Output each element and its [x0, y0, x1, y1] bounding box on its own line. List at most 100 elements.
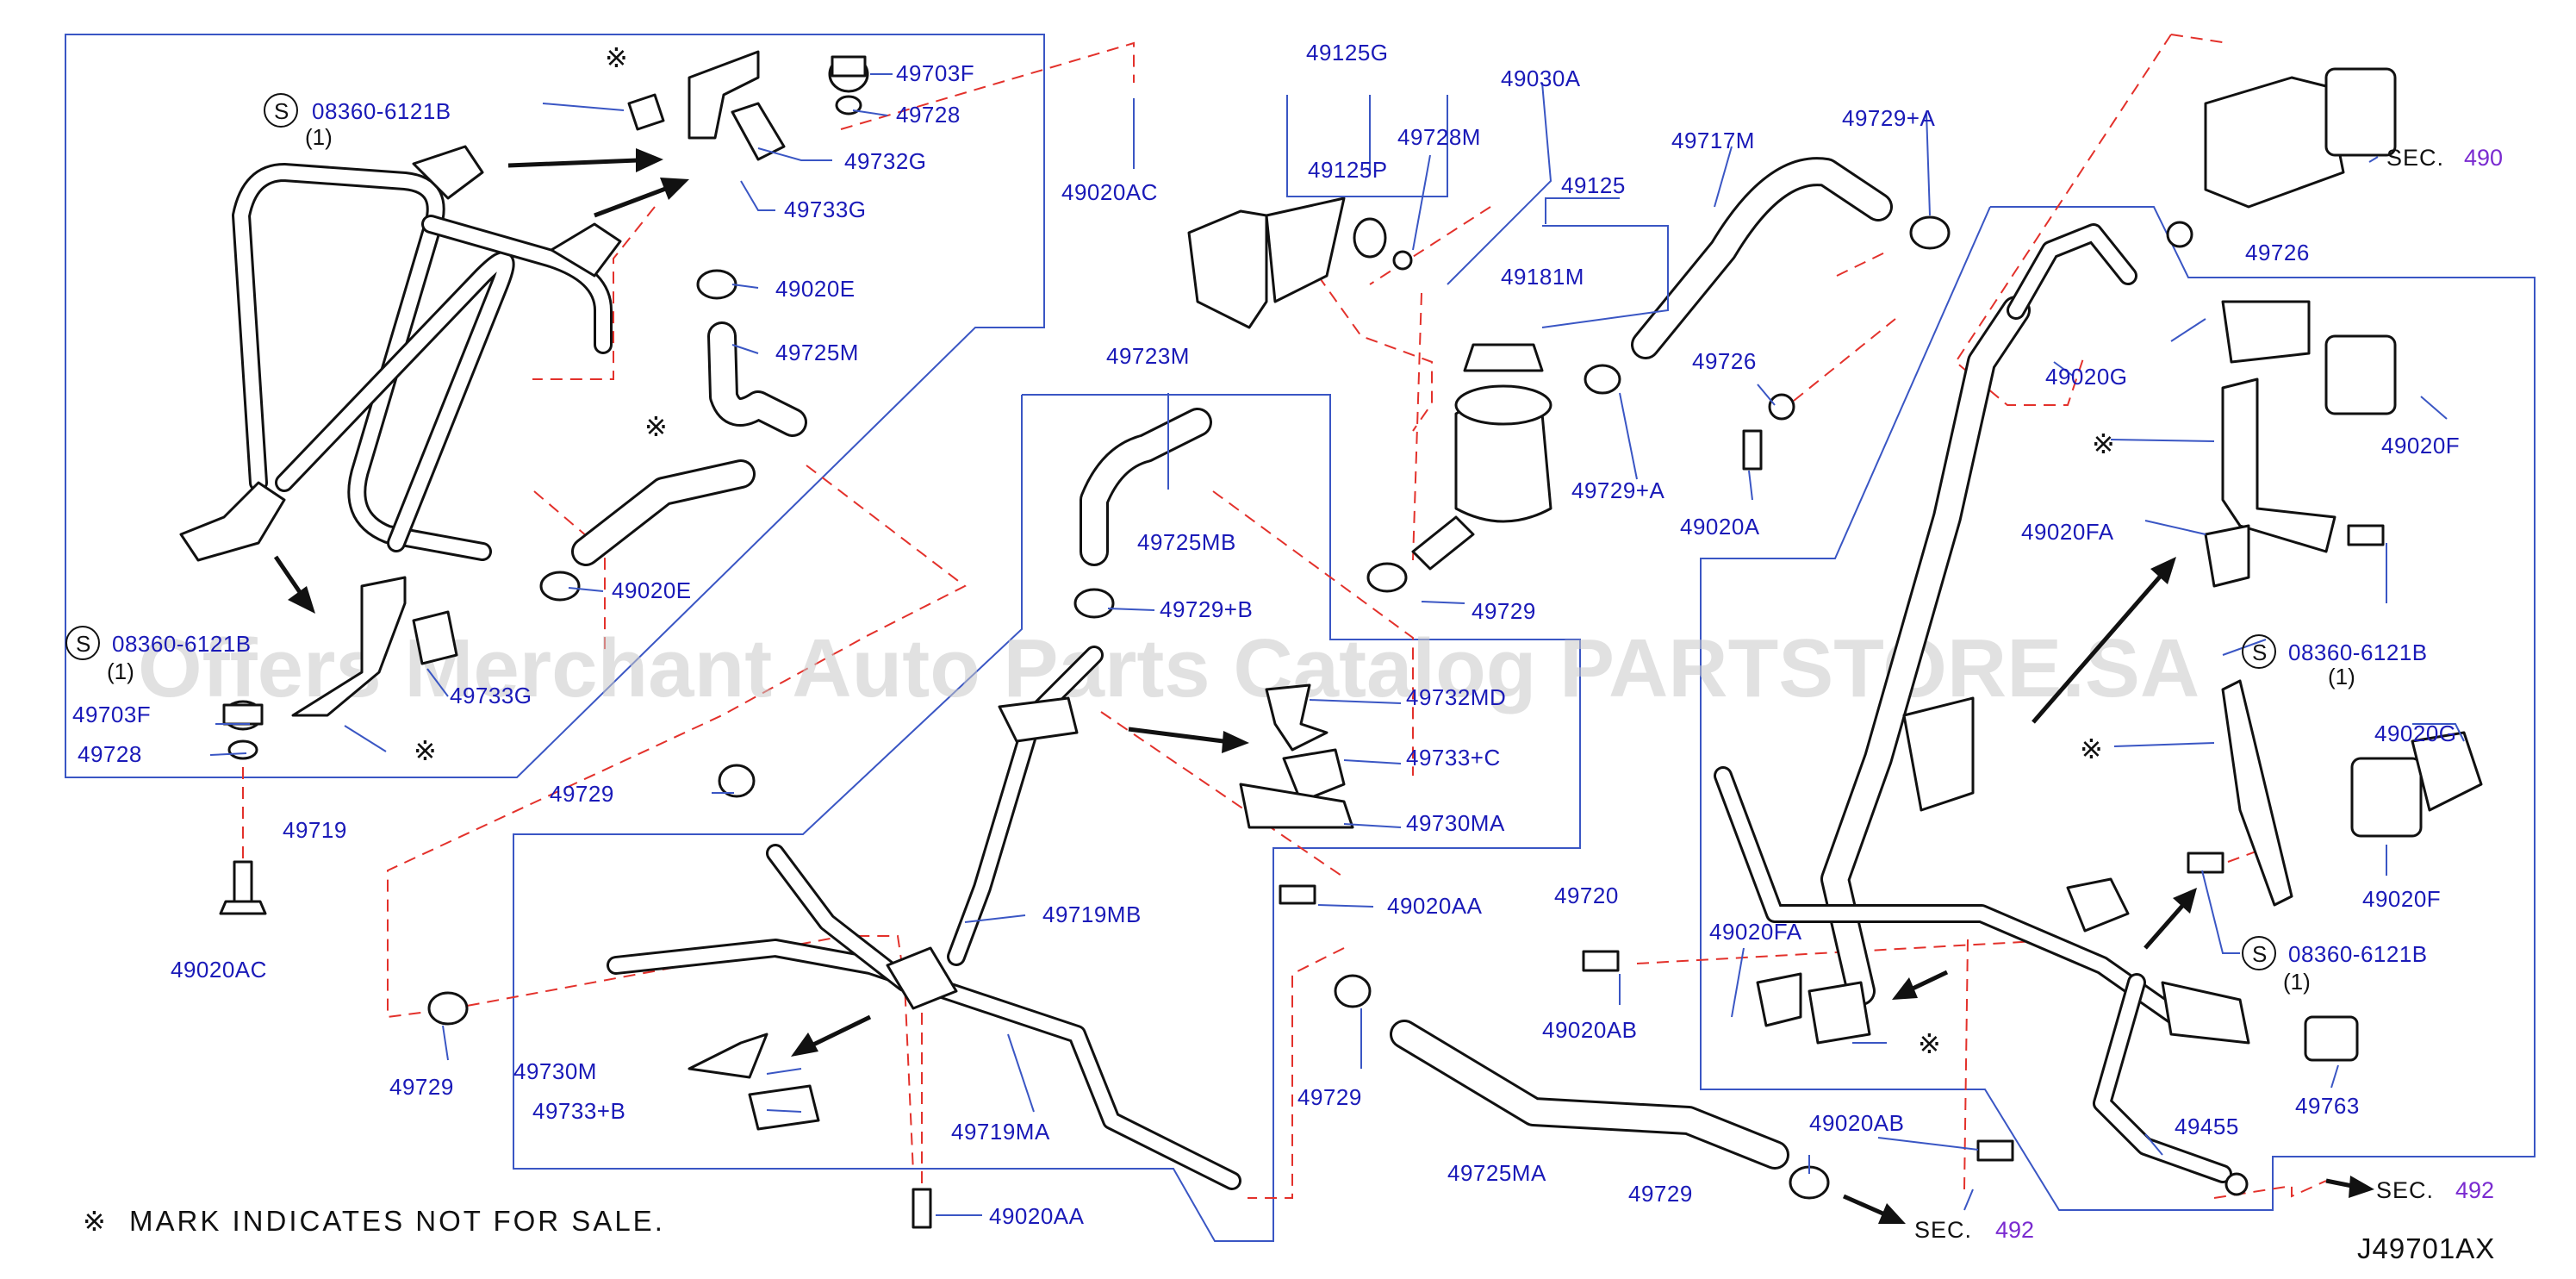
label-49729a-hose: 49729+A: [1842, 105, 1935, 131]
hose-49725mb: [1080, 408, 1212, 566]
group-box-49723m: [513, 394, 1581, 1242]
brackets-49020fa-49020f-49020g: [1756, 300, 2483, 1045]
label-49020e-top: 49020E: [775, 276, 856, 302]
upper-clamp-parts: [627, 50, 869, 161]
bolt-08360-6121b-lower-right: [2187, 852, 2224, 874]
svg-text:※: ※: [83, 1205, 106, 1238]
label-49720: 49720: [1554, 883, 1619, 908]
label-49725m: 49725M: [775, 340, 859, 365]
sec-reference-492-bottom: SEC. 492: [1914, 1217, 2034, 1243]
label-49729-mid: 49729: [1297, 1084, 1362, 1110]
label-49730m: 49730M: [513, 1058, 597, 1084]
label-49729-lower-left: 49729: [389, 1074, 454, 1100]
svg-text:※: ※: [605, 41, 628, 74]
label-49723m: 49723M: [1106, 343, 1190, 369]
pressure-hose-49720: [1714, 223, 2250, 1183]
svg-text:490: 490: [2464, 145, 2503, 171]
clamp-49729-plus-b: [1073, 588, 1115, 619]
label-49732g: 49732G: [844, 148, 927, 174]
svg-text:SEC.: SEC.: [1914, 1217, 1972, 1243]
sec-reference-492-right: SEC. 492: [2376, 1177, 2494, 1203]
label-49732md: 49732MD: [1406, 684, 1506, 710]
label-49703f-left: 49703F: [72, 702, 151, 727]
label-49020fa-upper: 49020FA: [2021, 519, 2114, 545]
brackets-49730m-49733b: [688, 1033, 820, 1131]
bolt-callout-2: S 08360-6121B (1): [65, 626, 252, 684]
not-for-sale-footnote: ※ MARK INDICATES NOT FOR SALE.: [83, 1205, 663, 1238]
label-49728-top: 49728: [896, 102, 961, 128]
label-49728-left: 49728: [78, 741, 142, 767]
hose-49725m-lower: [539, 459, 756, 602]
label-49733g-lower: 49733G: [450, 683, 532, 708]
label-49763: 49763: [2295, 1093, 2360, 1119]
reservoir-tank-49125: [1411, 343, 1552, 571]
clamp-49729-left-lower: [427, 991, 469, 1026]
bolt-49020ab-upper: [1582, 950, 1620, 972]
svg-text:※: ※: [644, 410, 668, 443]
not-for-sale-marks: ※ ※ ※ ※ ※ ※: [414, 41, 2115, 1060]
svg-text:(1): (1): [2283, 969, 2311, 995]
label-49125: 49125: [1561, 172, 1626, 198]
cooler-pipe-assembly-49719: [179, 145, 622, 562]
part-labels: 49703F 49728 49732G 49733G 49020E 49725M…: [72, 40, 2460, 1229]
reservoir-bracket: [1187, 197, 1346, 329]
label-49020ab-lower: 49020AB: [1809, 1110, 1904, 1136]
clamp-49729-plus-a-reservoir: [1584, 364, 1621, 395]
svg-text:※: ※: [2092, 427, 2115, 460]
label-49020g-right: 49020G: [2374, 721, 2457, 746]
washer-49728m: [1392, 250, 1413, 271]
group-box-49719: [65, 34, 1045, 778]
label-49181m: 49181M: [1501, 264, 1584, 290]
svg-text:SEC.: SEC.: [2376, 1177, 2434, 1203]
label-49030a: 49030A: [1501, 66, 1581, 91]
label-49020ac-top: 49020AC: [1061, 179, 1158, 205]
svg-text:08360-6121B: 08360-6121B: [2288, 941, 2428, 967]
label-49719ma: 49719MA: [951, 1119, 1050, 1145]
clamp-49729-reservoir: [1366, 562, 1408, 593]
bolt-callout-1: S 08360-6121B (1): [264, 93, 451, 150]
label-49020fa-lower: 49020FA: [1709, 919, 1802, 945]
bolt-08360-6121b-right: [2347, 524, 2385, 546]
label-49729-bottom: 49729: [1628, 1181, 1693, 1207]
label-49703f-top: 49703F: [896, 60, 974, 86]
svg-text:※: ※: [1918, 1027, 1941, 1060]
svg-text:S: S: [2252, 941, 2267, 967]
label-49733c: 49733+C: [1406, 745, 1501, 771]
clamp-49729-plus-a-hose: [1909, 215, 1951, 250]
label-49020f-top: 49020F: [2381, 433, 2460, 459]
svg-text:※: ※: [414, 734, 437, 767]
brackets-49732md-49733c-49730ma: [1239, 683, 1354, 829]
label-49020g-top: 49020G: [2045, 364, 2128, 390]
svg-text:(1): (1): [305, 124, 333, 150]
label-49719mb: 49719MB: [1042, 902, 1142, 927]
label-49125p: 49125P: [1308, 157, 1388, 183]
o-ring-49726-top: [2166, 221, 2193, 248]
label-49455: 49455: [2175, 1114, 2239, 1139]
bolt-callout-4: S 08360-6121B (1): [2242, 936, 2428, 995]
hose-49717m: [1631, 157, 1893, 359]
o-ring-49726-mid: [1768, 393, 1795, 421]
label-49733g-top: 49733G: [784, 197, 867, 222]
bolt-callout-3: S 08360-6121B (1): [2242, 634, 2427, 689]
svg-text:S: S: [76, 631, 90, 657]
label-49020a: 49020A: [1680, 514, 1760, 540]
dashed-guide-lines: [242, 34, 2327, 1199]
label-49125g: 49125G: [1306, 40, 1389, 66]
svg-text:S: S: [274, 98, 289, 124]
label-49020ac-left: 49020AC: [171, 957, 267, 983]
svg-text:S: S: [2252, 640, 2267, 665]
bolt-49020ab-lower: [1976, 1139, 2014, 1162]
group-box-49720: [1700, 206, 2536, 1211]
svg-text:492: 492: [1995, 1217, 2034, 1243]
label-49729b: 49729+B: [1160, 596, 1253, 622]
hose-49725ma: [1390, 1020, 1789, 1170]
svg-text:08360-6121B: 08360-6121B: [112, 631, 252, 657]
svg-text:SEC.: SEC.: [2386, 145, 2444, 171]
label-49719: 49719: [283, 817, 347, 843]
label-49730ma: 49730MA: [1406, 810, 1505, 836]
hose-49725m: [696, 269, 807, 437]
clamp-49729-hose-start: [1334, 974, 1372, 1008]
pump-sec-490: [2204, 67, 2397, 209]
watermark-text: Offers Merchant Auto Parts Catalog PARTS…: [138, 622, 2200, 714]
label-49020aa-mid: 49020AA: [1387, 893, 1483, 919]
